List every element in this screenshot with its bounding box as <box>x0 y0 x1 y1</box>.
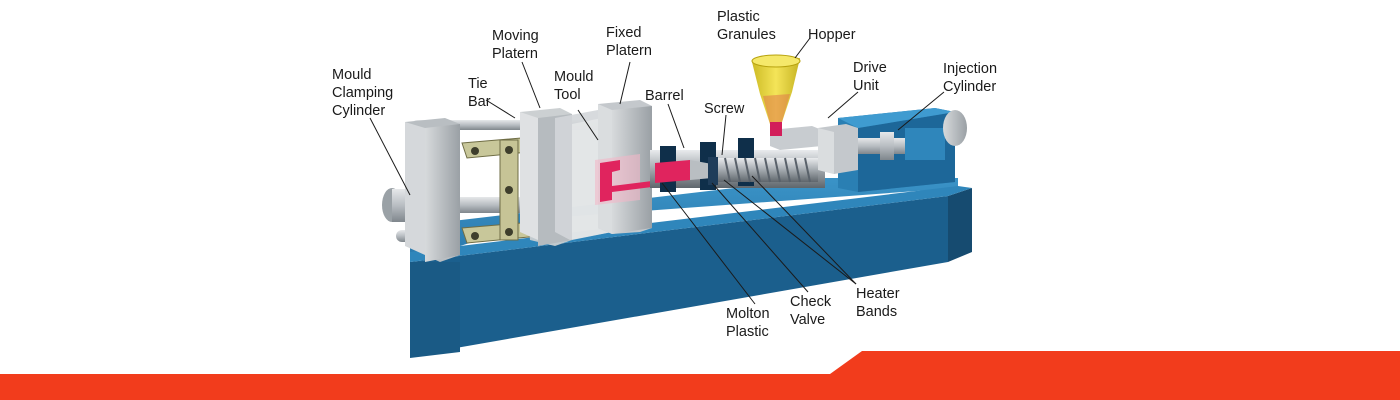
check-valve-part <box>708 157 718 185</box>
label-mould-tool: Mould Tool <box>554 69 598 103</box>
injection-cylinder-cap <box>943 110 967 146</box>
label-drive-unit: Drive Unit <box>853 60 891 94</box>
label-check-valve: Check Valve <box>790 294 835 328</box>
label-molton-plastic: Molton Plastic <box>726 306 774 340</box>
injection-unit <box>650 54 967 192</box>
accent-bar <box>0 351 1400 400</box>
label-moving-platern: Moving Platern <box>492 28 543 62</box>
label-hopper: Hopper <box>808 27 856 43</box>
label-plastic-granules: Plastic Granules <box>717 9 776 43</box>
label-barrel: Barrel <box>645 88 684 104</box>
leader-lines <box>369 37 945 305</box>
hopper <box>751 54 801 136</box>
label-mould-clamping-cylinder: Mould Clamping Cylinder <box>332 67 397 119</box>
toggle-linkage <box>461 135 551 244</box>
label-screw: Screw <box>704 101 745 117</box>
label-heater-bands: Heater Bands <box>856 286 904 320</box>
label-fixed-platern: Fixed Platern <box>606 25 652 59</box>
label-tie-bar: Tie Bar <box>468 76 492 110</box>
label-injection-cylinder: Injection Cylinder <box>943 61 1001 95</box>
drive-unit-block <box>818 124 858 174</box>
clamp-unit <box>382 100 676 262</box>
